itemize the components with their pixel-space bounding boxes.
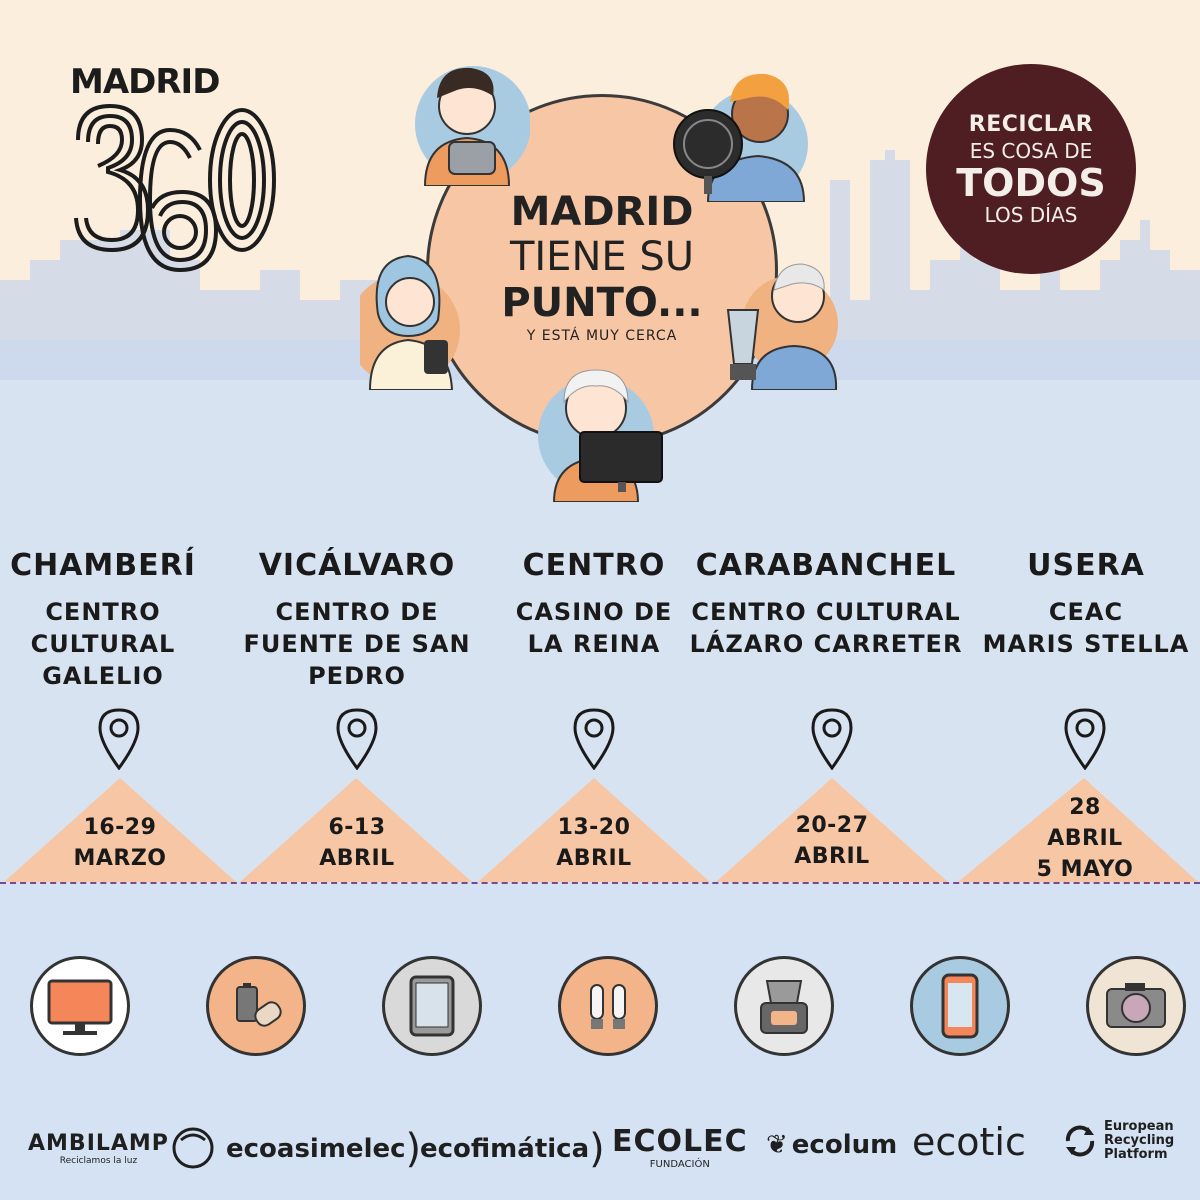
date-triangle bbox=[240, 778, 472, 882]
date-line: 28 bbox=[1069, 795, 1101, 820]
venue-line: LA REINA bbox=[527, 630, 661, 658]
venue-line: MARIS STELLA bbox=[982, 630, 1190, 658]
person-fan-illustration bbox=[673, 73, 808, 202]
person-blender-illustration bbox=[726, 263, 838, 390]
sponsor-ecolum-name: ecolum bbox=[791, 1130, 898, 1160]
venue-line: GALELIO bbox=[42, 662, 164, 690]
district-usera: USERA CEAC MARIS STELLA bbox=[966, 548, 1200, 660]
headline-line-3: PUNTO... bbox=[501, 280, 703, 326]
erp-recycling-icon bbox=[1065, 1125, 1095, 1157]
venue-line: PEDRO bbox=[308, 662, 406, 690]
sponsor-ecofimatica-name: ecofimática bbox=[420, 1134, 590, 1164]
tablet-icon bbox=[382, 956, 482, 1056]
sponsor-ecoasimelec-name: ecoasimelec bbox=[226, 1134, 406, 1164]
date-line: ABRIL bbox=[794, 844, 870, 869]
date-carabanchel: 20-27 ABRIL bbox=[752, 810, 912, 872]
sponsor-ecolum: ❦ ecolum bbox=[766, 1130, 897, 1160]
sponsor-ambilamp: AMBILAMP Reciclamos la luz bbox=[28, 1124, 217, 1172]
date-triangle bbox=[4, 778, 236, 882]
sponsor-ecolec-name: ECOLEC bbox=[612, 1124, 748, 1159]
district-name: VICÁLVARO bbox=[258, 548, 456, 583]
ecolum-leaf-icon: ❦ bbox=[766, 1130, 788, 1160]
venue-line: CENTRO DE bbox=[275, 598, 439, 626]
location-pin-icon bbox=[1064, 708, 1106, 770]
date-line: 16-29 bbox=[83, 815, 157, 840]
date-line: 13-20 bbox=[557, 815, 631, 840]
sponsor-ambilamp-name: AMBILAMP bbox=[28, 1130, 169, 1156]
venue-line: CULTURAL bbox=[30, 630, 176, 658]
badge-line-3: TODOS bbox=[956, 160, 1106, 205]
venue-line: CENTRO CULTURAL bbox=[691, 598, 961, 626]
district-vicalvaro: VICÁLVARO CENTRO DE FUENTE DE SAN PEDRO bbox=[237, 548, 477, 692]
district-name: USERA bbox=[1027, 548, 1145, 583]
sponsor-ecolec-sub: FUNDACIÓN bbox=[649, 1159, 710, 1170]
date-centro: 13-20 ABRIL bbox=[514, 812, 674, 874]
logo-360-graphic bbox=[74, 103, 276, 273]
sponsor-ecotic: ecotic bbox=[912, 1120, 1026, 1164]
kitchen-robot-icon bbox=[734, 956, 834, 1056]
recycling-badge: RECICLAR ES COSA DE TODOS LOS DÍAS bbox=[926, 64, 1136, 274]
sponsor-ecoasimelec: ecoasimelec) bbox=[226, 1126, 422, 1172]
headline-line-2: TIENE SU bbox=[509, 234, 695, 280]
date-vicalvaro: 6-13 ABRIL bbox=[277, 812, 437, 874]
sponsor-ecotic-name: ecotic bbox=[912, 1120, 1026, 1164]
venue-line: CENTRO bbox=[45, 598, 161, 626]
ambilamp-swirl-icon bbox=[172, 1127, 214, 1169]
location-pin-icon bbox=[336, 708, 378, 770]
badge-line-4: LOS DÍAS bbox=[984, 202, 1078, 227]
date-triangle bbox=[478, 778, 710, 882]
dashed-divider bbox=[0, 882, 1200, 884]
district-centro: CENTRO CASINO DE LA REINA bbox=[474, 548, 714, 660]
location-pin-icon bbox=[811, 708, 853, 770]
headline-tagline: Y ESTÁ MUY CERCA bbox=[526, 328, 678, 344]
smartphone-icon bbox=[910, 956, 1010, 1056]
venue-line: CASINO DE bbox=[515, 598, 673, 626]
venue-line: CEAC bbox=[1048, 598, 1124, 626]
sponsor-ecolec: ECOLEC FUNDACIÓN bbox=[612, 1124, 748, 1170]
erp-line-2: Recycling bbox=[1104, 1133, 1175, 1148]
person-monitor-illustration bbox=[538, 369, 663, 502]
date-line: MARZO bbox=[73, 846, 167, 871]
date-triangle bbox=[716, 778, 948, 882]
date-chamberi: 16-29 MARZO bbox=[40, 812, 200, 874]
logo-title: MADRID bbox=[70, 62, 220, 102]
headline: MADRID TIENE SU PUNTO... Y ESTÁ MUY CERC… bbox=[426, 190, 778, 344]
person-phone-illustration bbox=[360, 254, 460, 390]
erp-line-1: European bbox=[1104, 1119, 1174, 1134]
battery-icon bbox=[206, 956, 306, 1056]
venue-line: FUENTE DE SAN bbox=[243, 630, 471, 658]
date-line: 5 MAYO bbox=[1036, 857, 1134, 882]
location-pin-icon bbox=[573, 708, 615, 770]
district-name: CARABANCHEL bbox=[695, 548, 957, 583]
badge-line-1: RECICLAR bbox=[968, 111, 1094, 137]
sponsor-european-recycling-platform: European Recycling Platform bbox=[1060, 1120, 1174, 1162]
district-name: CHAMBERÍ bbox=[10, 548, 196, 583]
location-pin-icon bbox=[98, 708, 140, 770]
district-carabanchel: CARABANCHEL CENTRO CULTURAL LÁZARO CARRE… bbox=[684, 548, 968, 660]
sponsor-ecofimatica: ecofimática) bbox=[420, 1126, 605, 1172]
date-line: ABRIL bbox=[319, 846, 395, 871]
district-chamberi: CHAMBERÍ CENTRO CULTURAL GALELIO bbox=[0, 548, 223, 692]
person-toaster-illustration bbox=[415, 66, 530, 186]
lightbulb-icon bbox=[558, 956, 658, 1056]
sponsor-ambilamp-tagline: Reciclamos la luz bbox=[59, 1155, 138, 1166]
date-line: 6-13 bbox=[328, 815, 386, 840]
venue-line: LÁZARO CARRETER bbox=[689, 630, 963, 658]
date-triangle bbox=[958, 778, 1198, 882]
badge-line-2: ES COSA DE bbox=[969, 138, 1093, 163]
madrid-360-logo: MADRID bbox=[70, 62, 280, 277]
district-name: CENTRO bbox=[522, 548, 666, 583]
monitor-icon bbox=[30, 956, 130, 1056]
date-line: 20-27 bbox=[795, 813, 869, 838]
camera-icon bbox=[1086, 956, 1186, 1056]
date-line: ABRIL bbox=[1047, 826, 1123, 851]
date-usera: 28 ABRIL 5 MAYO bbox=[1005, 792, 1165, 885]
headline-line-1: MADRID bbox=[510, 189, 694, 235]
madrid-skyline bbox=[0, 150, 1200, 380]
erp-line-3: Platform bbox=[1104, 1147, 1168, 1162]
date-line: ABRIL bbox=[556, 846, 632, 871]
